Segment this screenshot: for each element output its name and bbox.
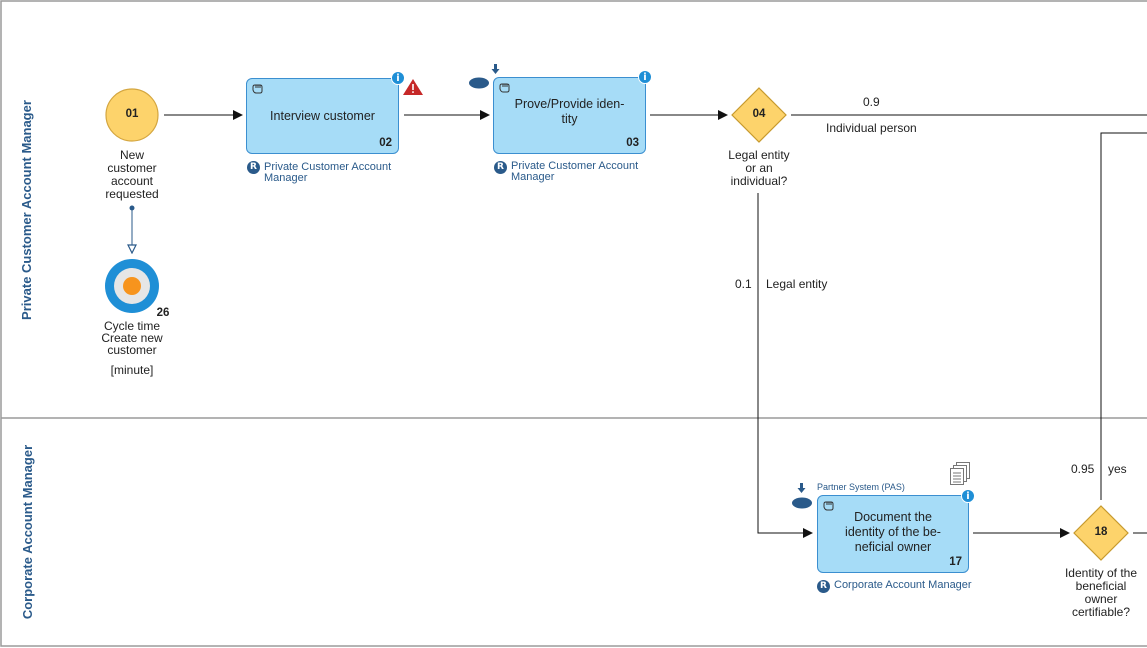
task-document-beneficial-owner[interactable]: Document the identity of the be- neficia… — [817, 495, 969, 573]
download-arrow-icon — [797, 483, 806, 493]
gateway-number: 04 — [752, 108, 766, 120]
task-role-label: Private Customer Account Manager — [264, 161, 392, 184]
hand-icon — [499, 83, 510, 93]
task-number: 17 — [949, 556, 962, 568]
hand-icon — [823, 501, 834, 511]
hand-icon — [252, 84, 263, 94]
timer-center — [123, 277, 141, 295]
role-icon: R — [494, 161, 507, 174]
download-arrow-icon — [491, 64, 500, 74]
info-icon[interactable]: i — [391, 71, 405, 85]
flow-probability: 0.1 — [735, 277, 752, 291]
gateway-caption: Legal entity or an individual? — [728, 148, 790, 188]
info-icon[interactable]: i — [961, 489, 975, 503]
lane-label-private: Private Customer Account Manager — [19, 100, 34, 320]
data-store-icon[interactable] — [469, 77, 489, 89]
warning-icon[interactable] — [403, 79, 423, 95]
task-prove-identity[interactable]: Prove/Provide iden- tity 03 — [493, 77, 646, 154]
role-icon: R — [817, 580, 830, 593]
flow-label: Individual person — [826, 121, 917, 135]
task-interview-customer[interactable]: Interview customer 02 — [246, 78, 399, 154]
flow-04-legal[interactable] — [757, 193, 813, 538]
document-stack-icon[interactable] — [950, 462, 970, 485]
gateway-18[interactable] — [1073, 505, 1129, 561]
flow-probability: 0.95 — [1071, 462, 1095, 476]
flow-18-yes[interactable] — [1100, 132, 1147, 500]
task-label: Prove/Provide iden- tity — [514, 96, 625, 126]
task-role-label: Corporate Account Manager — [834, 579, 972, 591]
info-icon[interactable]: i — [638, 70, 652, 84]
system-label: Partner System (PAS) — [817, 482, 905, 492]
start-event-number: 01 — [125, 108, 139, 120]
flow-label: Legal entity — [766, 277, 828, 291]
gateway-04[interactable] — [731, 87, 787, 143]
lane-label-corporate: Corporate Account Manager — [20, 444, 35, 620]
gateway-number: 18 — [1094, 526, 1108, 538]
task-number: 03 — [626, 137, 639, 149]
flow-label: yes — [1108, 462, 1127, 476]
flow-probability: 0.9 — [863, 95, 880, 109]
gateway-caption: Identity of the beneficial owner certifi… — [1064, 566, 1138, 619]
timer-event-caption: Cycle time Create new customer — [101, 319, 163, 357]
start-event-01[interactable] — [105, 88, 159, 142]
data-store-icon[interactable] — [792, 497, 812, 509]
task-label: Interview customer — [270, 108, 375, 123]
timer-event-unit: [minute] — [110, 363, 154, 377]
timer-event-number: 26 — [156, 307, 170, 319]
task-number: 02 — [379, 137, 392, 149]
start-event-caption: New customer account requested — [105, 148, 159, 201]
task-label: Document the identity of the be- neficia… — [845, 510, 941, 554]
task-role-label: Private Customer Account Manager — [511, 160, 639, 183]
role-icon: R — [247, 161, 260, 174]
